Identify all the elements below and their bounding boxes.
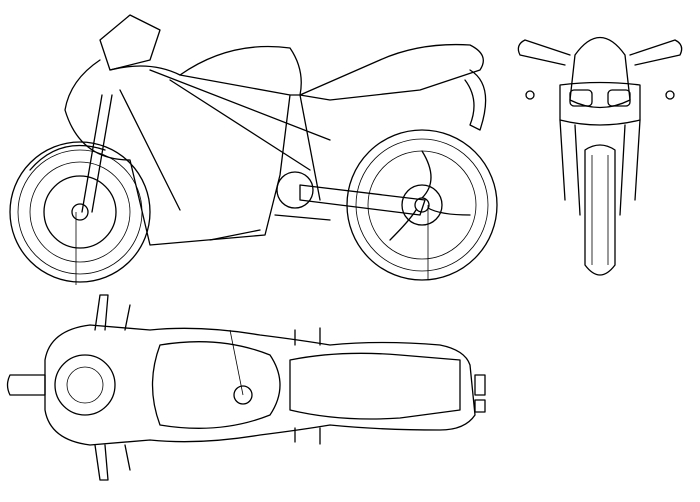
front-fender bbox=[29, 144, 106, 171]
tank-top bbox=[151, 341, 281, 429]
engine-sprocket bbox=[276, 171, 314, 209]
mirror-right bbox=[629, 39, 683, 66]
fuel-tank bbox=[179, 45, 302, 96]
fork bbox=[81, 94, 113, 213]
rear-wheel bbox=[346, 129, 498, 281]
fuel-cap bbox=[233, 385, 253, 405]
windscreen bbox=[99, 14, 161, 71]
mirror-left bbox=[517, 39, 571, 66]
side-view bbox=[9, 14, 498, 285]
front-tire bbox=[584, 144, 616, 276]
seat-top bbox=[289, 352, 461, 420]
front-view bbox=[517, 37, 683, 276]
frame bbox=[119, 69, 331, 211]
top-view bbox=[6, 294, 486, 481]
handlebar-right bbox=[94, 444, 131, 481]
fairing bbox=[64, 59, 291, 246]
footpeg bbox=[209, 214, 331, 241]
swingarm bbox=[299, 184, 426, 216]
front-wheel bbox=[9, 141, 151, 285]
exhaust bbox=[464, 69, 487, 131]
front-tire-top bbox=[6, 374, 46, 396]
seat-tail bbox=[299, 43, 484, 101]
handlebar-left bbox=[94, 294, 131, 331]
